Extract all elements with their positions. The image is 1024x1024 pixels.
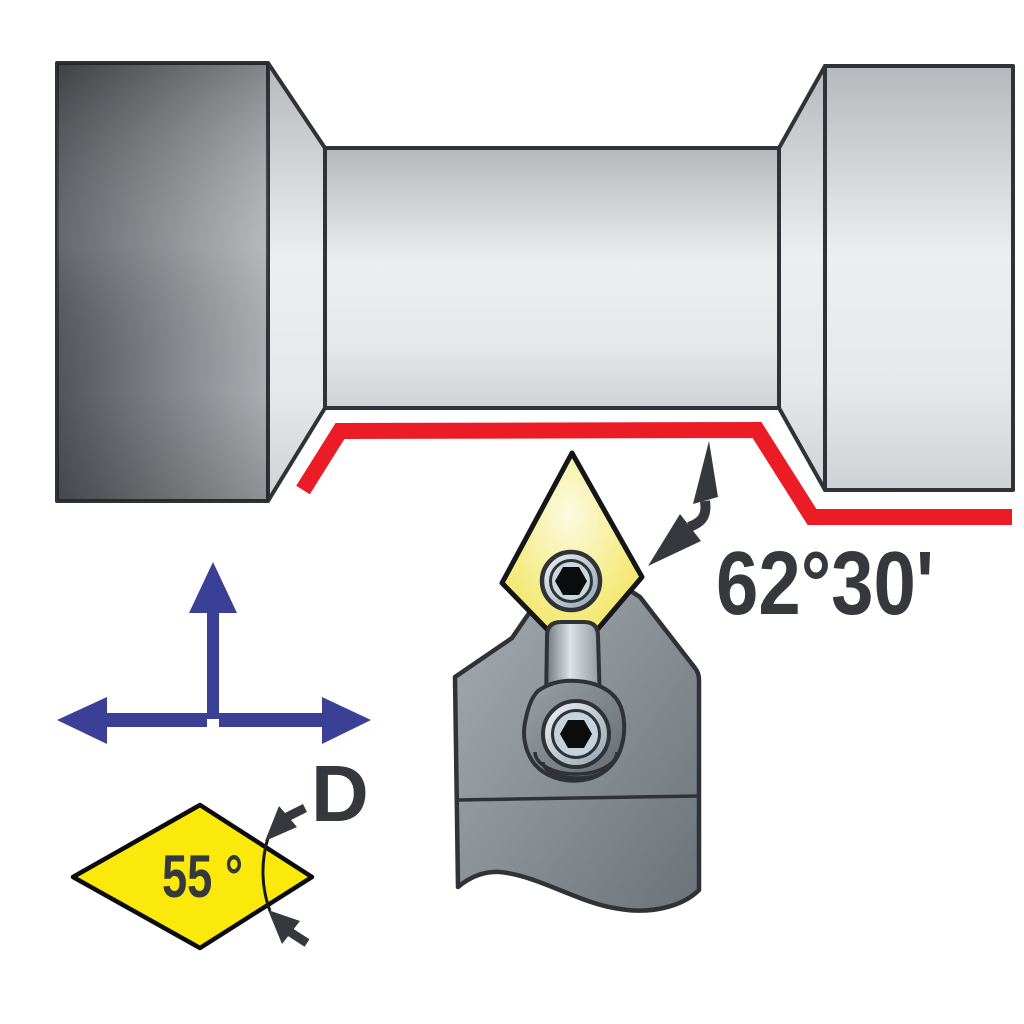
clamp-screw-hex-socket-icon (560, 720, 592, 748)
feed-arrow-left-icon (57, 697, 207, 744)
clamp-screw (541, 699, 611, 769)
cutting-path-line (296, 421, 1012, 525)
insert-screw (539, 549, 603, 613)
arrow-down-to-insert-tip-icon (648, 514, 701, 566)
insert-shape-letter: D (311, 749, 369, 838)
insert-angle-label: 55 ° (162, 843, 243, 910)
legend-diamond (70, 802, 315, 951)
workpiece-right-section (823, 64, 1015, 492)
angle-arrows (265, 803, 310, 947)
workpiece-left-section-shading (57, 63, 268, 501)
insert-screw-hex-socket-icon (555, 567, 587, 595)
workpiece (55, 61, 1015, 503)
angle-arrow-bottom-icon (268, 910, 300, 944)
insert-shape-legend: D 55 ° (70, 749, 369, 951)
workpiece-taper-right (777, 64, 827, 492)
workpiece-taper-left (266, 61, 327, 503)
approach-angle-annotation: 62°30' (648, 441, 934, 634)
curved-double-arrow-neck (687, 500, 711, 532)
angle-arrow-bottom-tail (287, 928, 310, 947)
arrow-up-to-cut-path-icon (693, 441, 718, 504)
clamp-flange-arc-inner (541, 761, 613, 780)
holder-edge-line (456, 794, 700, 802)
angle-arc (261, 837, 272, 912)
angle-arrow-top-icon (265, 806, 297, 841)
feed-direction-arrows (57, 562, 371, 744)
clamp-flange-arc-outer (533, 751, 619, 776)
angle-arrow-top-tail (284, 803, 308, 822)
feed-arrow-up-icon (189, 562, 237, 719)
feed-arrow-right-icon (219, 697, 371, 744)
approach-angle-label: 62°30' (716, 534, 934, 634)
workpiece-center-section (323, 146, 781, 410)
